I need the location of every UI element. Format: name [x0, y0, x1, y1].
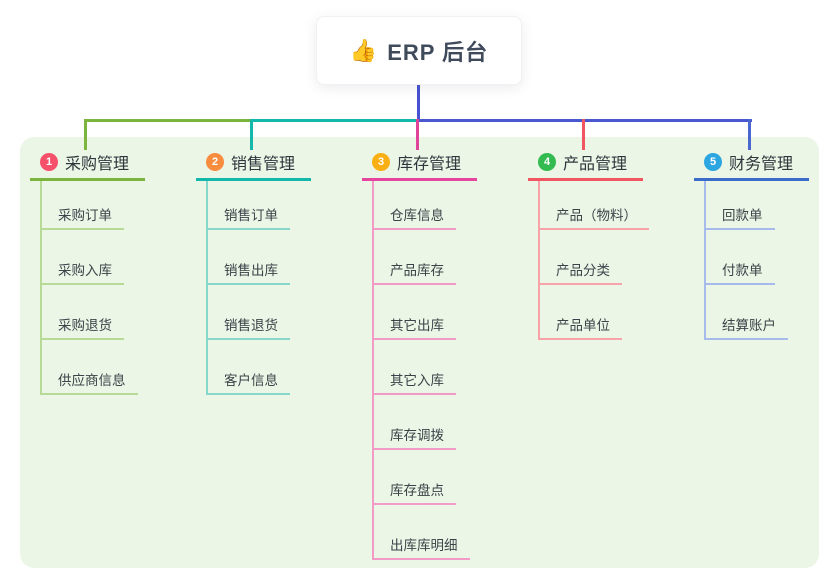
branch-number-badge: 1 [40, 152, 58, 171]
child-item[interactable]: 采购订单 [40, 204, 124, 230]
child-item[interactable]: 库存调拨 [372, 424, 456, 450]
child-item[interactable]: 产品库存 [372, 259, 456, 285]
branch-header[interactable]: 5 财务管理 [694, 149, 809, 181]
child-connector-line [372, 180, 374, 560]
child-connector-line [538, 180, 540, 340]
child-item[interactable]: 销售订单 [206, 204, 290, 230]
child-connector-line [40, 180, 42, 395]
child-item[interactable]: 出库库明细 [372, 534, 470, 560]
child-item[interactable]: 供应商信息 [40, 369, 138, 395]
branch-label: 财务管理 [729, 155, 794, 173]
connector-drop [748, 119, 751, 150]
child-item[interactable]: 库存盘点 [372, 479, 456, 505]
child-item[interactable]: 产品分类 [538, 259, 622, 285]
branch-label: 库存管理 [397, 155, 462, 173]
branch-label: 采购管理 [65, 155, 130, 173]
root-node-label: ERP 后台 [387, 39, 489, 65]
child-item[interactable]: 销售退货 [206, 314, 290, 340]
root-node[interactable]: 👍 ERP 后台 [316, 16, 522, 85]
branch-header[interactable]: 1 采购管理 [30, 149, 145, 181]
connector-drop [84, 119, 87, 150]
child-item[interactable]: 回款单 [704, 204, 775, 230]
child-item[interactable]: 付款单 [704, 259, 775, 285]
child-item[interactable]: 结算账户 [704, 314, 788, 340]
child-item[interactable]: 仓库信息 [372, 204, 456, 230]
connector-bus-segment [251, 119, 419, 122]
child-item[interactable]: 采购退货 [40, 314, 124, 340]
child-item[interactable]: 采购入库 [40, 259, 124, 285]
branches-panel [20, 137, 819, 568]
connector-bus-segment [84, 119, 252, 122]
branch-label: 产品管理 [563, 155, 628, 173]
child-item[interactable]: 产品（物料） [538, 204, 649, 230]
branch-number-badge: 4 [538, 152, 556, 171]
connector-drop [250, 119, 253, 150]
child-item[interactable]: 其它入库 [372, 369, 456, 395]
root-connector-stem [417, 85, 420, 122]
thumbs-up-icon: 👍 [349, 37, 378, 63]
branch-header[interactable]: 4 产品管理 [528, 149, 643, 181]
branch-header[interactable]: 2 销售管理 [196, 149, 311, 181]
branch-label: 销售管理 [231, 155, 296, 173]
child-connector-line [206, 180, 208, 395]
branch-number-badge: 3 [372, 152, 390, 171]
child-connector-line [704, 180, 706, 340]
branch-header[interactable]: 3 库存管理 [362, 149, 477, 181]
child-item[interactable]: 客户信息 [206, 369, 290, 395]
connector-drop [582, 119, 585, 150]
branch-number-badge: 5 [704, 152, 722, 171]
child-item[interactable]: 产品单位 [538, 314, 622, 340]
branch-number-badge: 2 [206, 152, 224, 171]
child-item[interactable]: 销售出库 [206, 259, 290, 285]
connector-drop [416, 119, 419, 150]
child-item[interactable]: 其它出库 [372, 314, 456, 340]
